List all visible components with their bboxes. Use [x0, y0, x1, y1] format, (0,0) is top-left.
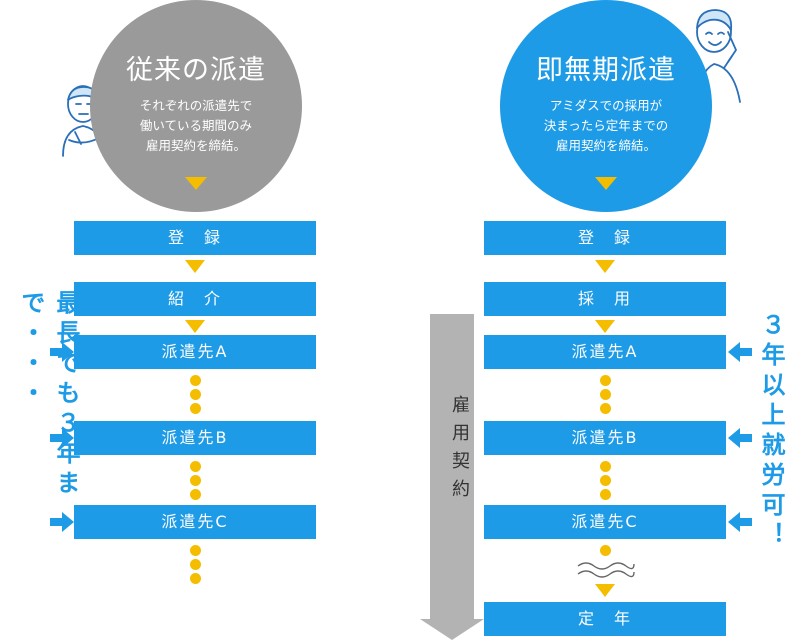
- indefinite-dispatch-circle: 即無期派遣 アミダスでの採用が 決まったら定年までの 雇用契約を締結。: [500, 0, 712, 212]
- dot: [190, 573, 201, 584]
- dot: [190, 375, 201, 386]
- traditional-dispatch-description: それぞれの派遣先で 働いている期間のみ 雇用契約を締結。: [90, 96, 302, 156]
- contract-period-arrow: [420, 314, 484, 640]
- traditional-dispatch-circle: 従来の派遣 それぞれの派遣先で 働いている期間のみ 雇用契約を締結。: [90, 0, 302, 212]
- down-arrow-icon: [595, 260, 615, 273]
- step-client-c: 派遣先C: [484, 505, 726, 539]
- step-client-b: 派遣先B: [74, 421, 316, 455]
- indefinite-dispatch-title: 即無期派遣: [536, 55, 676, 86]
- dot: [600, 403, 611, 414]
- dot: [600, 389, 611, 400]
- desc-line: 雇用契約を締結。: [555, 138, 656, 153]
- dot: [600, 475, 611, 486]
- left-arrow-icon: [728, 342, 752, 362]
- time-skip-wave-icon: [577, 562, 635, 578]
- dot: [190, 475, 201, 486]
- step-client-a: 派遣先A: [74, 335, 316, 369]
- step-client-b: 派遣先B: [484, 421, 726, 455]
- employment-contract-label: 雇用契約: [449, 395, 470, 507]
- dot: [600, 489, 611, 500]
- step-client-c: 派遣先C: [74, 505, 316, 539]
- step-register: 登 録: [484, 221, 726, 255]
- dot: [600, 461, 611, 472]
- dot: [190, 389, 201, 400]
- right-arrow-icon: [50, 428, 74, 448]
- step-retirement: 定 年: [484, 602, 726, 636]
- max-three-years-text: 最長でも３年まで・・・: [17, 290, 80, 500]
- desc-line: 働いている期間のみ: [139, 118, 253, 133]
- left-arrow-icon: [728, 428, 752, 448]
- step-hiring: 採 用: [484, 282, 726, 316]
- desc-line: 決まったら定年までの: [543, 118, 669, 133]
- three-years-plus-text: ３年以上就労可！: [757, 312, 785, 552]
- dot: [190, 461, 201, 472]
- traditional-dispatch-title: 従来の派遣: [126, 55, 266, 86]
- desc-line: それぞれの派遣先で: [139, 98, 253, 113]
- down-arrow-icon: [595, 584, 615, 597]
- down-arrow-icon: [595, 177, 617, 190]
- down-arrow-icon: [595, 320, 615, 333]
- step-introduction: 紹 介: [74, 282, 316, 316]
- down-arrow-icon: [185, 260, 205, 273]
- step-register: 登 録: [74, 221, 316, 255]
- down-arrow-icon: [185, 177, 207, 190]
- step-client-a: 派遣先A: [484, 335, 726, 369]
- desc-line: アミダスでの採用が: [549, 98, 663, 113]
- right-arrow-icon: [50, 342, 74, 362]
- dot: [600, 545, 611, 556]
- right-arrow-icon: [50, 512, 74, 532]
- indefinite-dispatch-description: アミダスでの採用が 決まったら定年までの 雇用契約を締結。: [500, 96, 712, 156]
- down-arrow-icon: [185, 320, 205, 333]
- dot: [190, 403, 201, 414]
- left-arrow-icon: [728, 512, 752, 532]
- dot: [190, 559, 201, 570]
- dot: [600, 375, 611, 386]
- desc-line: 雇用契約を締結。: [145, 138, 246, 153]
- dot: [190, 545, 201, 556]
- dot: [190, 489, 201, 500]
